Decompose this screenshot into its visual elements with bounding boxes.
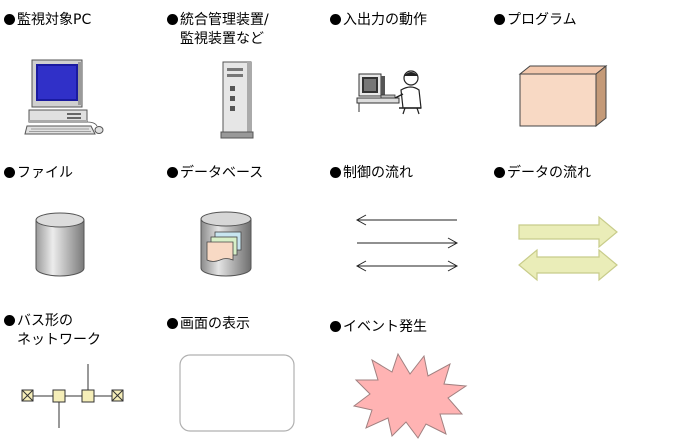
box-icon (518, 64, 608, 128)
bullet-icon (167, 167, 178, 178)
line-arrows-icon (355, 214, 459, 272)
cylinder-icon (35, 212, 85, 277)
person-at-computer-icon (356, 70, 422, 115)
bullet-icon (4, 315, 15, 326)
desktop-computer-icon (24, 59, 104, 135)
block-arrows-icon (518, 215, 618, 282)
legend-label-integrated-management-2: 監視装置など (180, 31, 264, 47)
bus-network-icon (21, 364, 124, 428)
legend-label-bus-network: バス形の (4, 312, 73, 330)
bullet-icon (4, 167, 15, 178)
legend-label-data-flow: データの流れ (494, 164, 591, 182)
bullet-icon (167, 318, 178, 329)
legend-label-database: データベース (167, 164, 263, 182)
legend-label-event-occurrence: イベント発生 (330, 318, 427, 336)
bullet-icon (330, 14, 341, 25)
legend-label-file: ファイル (4, 164, 73, 182)
starburst-icon (352, 352, 468, 439)
bullet-icon (330, 321, 341, 332)
server-tower-icon (220, 61, 254, 139)
bullet-icon (494, 167, 505, 178)
bullet-icon (330, 167, 341, 178)
bullet-icon (4, 14, 15, 25)
rounded-rectangle-icon (179, 354, 295, 432)
database-cylinder-icon (200, 211, 252, 277)
legend-label-monitor-pc: 監視対象PC (4, 11, 91, 29)
legend-label-screen-display: 画面の表示 (167, 315, 250, 333)
legend-label-io-operation: 入出力の動作 (330, 11, 427, 29)
legend-label-bus-network-2: ネットワーク (17, 332, 101, 348)
legend-label-program: プログラム (494, 11, 577, 29)
bullet-icon (167, 14, 178, 25)
legend-label-integrated-management: 統合管理装置/ (167, 11, 269, 29)
bullet-icon (494, 14, 505, 25)
legend-label-control-flow: 制御の流れ (330, 164, 413, 182)
